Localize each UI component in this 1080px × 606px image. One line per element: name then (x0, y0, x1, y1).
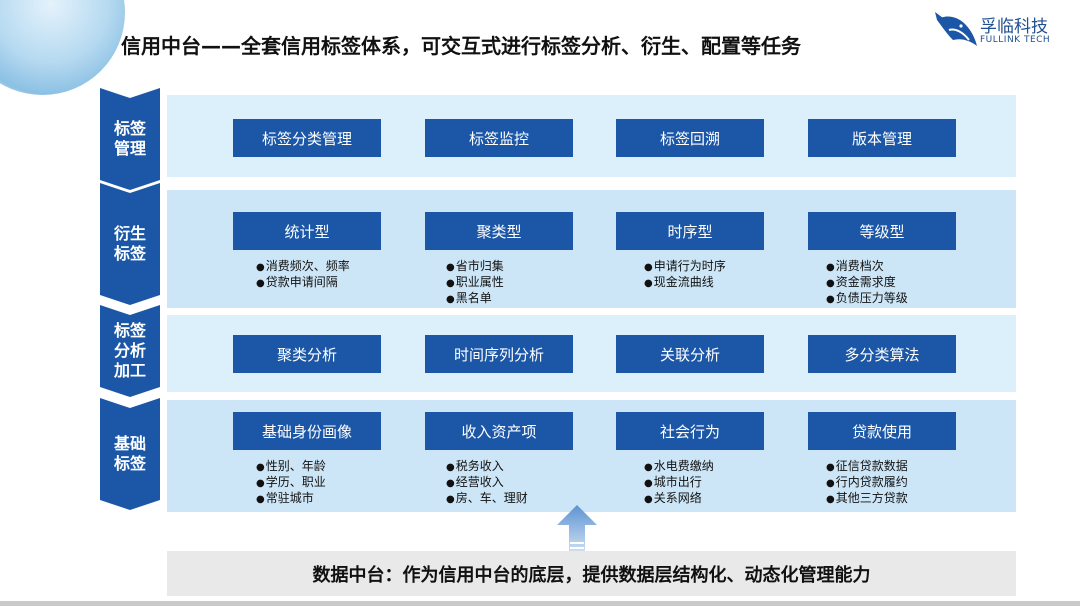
box-social-behavior: 社会行为 (616, 412, 764, 450)
layer-label-tag-management: 标签 管理 (100, 88, 160, 190)
bullet-item: 房、车、理财 (446, 491, 528, 507)
layer-label-line: 基础 (112, 434, 148, 454)
data-platform-footer: 数据中台：作为信用中台的底层，提供数据层结构化、动态化管理能力 (167, 551, 1016, 596)
bullet-list-income: 税务收入 经营收入 房、车、理财 (446, 459, 528, 507)
box-time-series-analysis: 时间序列分析 (425, 335, 573, 373)
layer-label-tag-analysis: 标签 分析 加工 (100, 305, 160, 397)
box-loan-usage: 贷款使用 (808, 412, 956, 450)
logo-cn-text: 孚临科技 (980, 12, 1048, 37)
bullet-item: 行内贷款履约 (826, 475, 908, 491)
bullet-item: 关系网络 (644, 491, 714, 507)
box-grade-type: 等级型 (808, 212, 956, 250)
bullet-item: 资金需求度 (826, 275, 908, 291)
layer-label-line: 标签 (112, 119, 148, 139)
bullet-list-temporal: 申请行为时序 现金流曲线 (644, 259, 726, 291)
bullet-list-statistical: 消费频次、频率 贷款申请间隔 (256, 259, 350, 291)
box-income-assets: 收入资产项 (425, 412, 573, 450)
page-title: 信用中台——全套信用标签体系，可交互式进行标签分析、衍生、配置等任务 (121, 30, 801, 59)
layer-label-derived-tags: 衍生 标签 (100, 183, 160, 305)
layer-label-line: 加工 (112, 361, 148, 381)
box-tag-category-management: 标签分类管理 (233, 119, 381, 157)
bullet-item: 黑名单 (446, 291, 504, 307)
bullet-item: 消费档次 (826, 259, 908, 275)
decorative-globe (0, 0, 125, 95)
bullet-list-grade: 消费档次 资金需求度 负债压力等级 (826, 259, 908, 307)
box-association-analysis: 关联分析 (616, 335, 764, 373)
bullet-item: 省市归集 (446, 259, 504, 275)
bullet-list-loan: 征信贷款数据 行内贷款履约 其他三方贷款 (826, 459, 908, 507)
box-basic-identity-profile: 基础身份画像 (233, 412, 381, 450)
layer-label-line: 标签 (112, 244, 148, 264)
box-cluster-analysis: 聚类分析 (233, 335, 381, 373)
box-tag-monitoring: 标签监控 (425, 119, 573, 157)
bullet-item: 经营收入 (446, 475, 528, 491)
bullet-item: 消费频次、频率 (256, 259, 350, 275)
bullet-item: 贷款申请间隔 (256, 275, 350, 291)
box-multiclass-algorithm: 多分类算法 (808, 335, 956, 373)
bullet-item: 征信贷款数据 (826, 459, 908, 475)
bullet-item: 城市出行 (644, 475, 714, 491)
layer-label-line: 衍生 (112, 224, 148, 244)
bullet-item: 税务收入 (446, 459, 528, 475)
layer-label-line: 分析 (112, 341, 148, 361)
bullet-item: 负债压力等级 (826, 291, 908, 307)
company-logo: 孚临科技 FULLINK TECH (935, 10, 1075, 50)
bullet-list-identity: 性别、年龄 学历、职业 常驻城市 (256, 459, 326, 507)
box-statistical-type: 统计型 (233, 212, 381, 250)
box-version-management: 版本管理 (808, 119, 956, 157)
box-clustering-type: 聚类型 (425, 212, 573, 250)
layer-label-line: 管理 (112, 139, 148, 159)
bullet-item: 申请行为时序 (644, 259, 726, 275)
bullet-item: 其他三方贷款 (826, 491, 908, 507)
layer-label-line: 标签 (112, 454, 148, 474)
box-temporal-type: 时序型 (616, 212, 764, 250)
up-arrow-icon (557, 505, 597, 553)
bullet-item: 职业属性 (446, 275, 504, 291)
bullet-item: 常驻城市 (256, 491, 326, 507)
bullet-item: 水电费缴纳 (644, 459, 714, 475)
layer-label-basic-tags: 基础 标签 (100, 398, 160, 510)
bullet-item: 学历、职业 (256, 475, 326, 491)
bottom-divider (0, 601, 1080, 606)
bullet-list-social: 水电费缴纳 城市出行 关系网络 (644, 459, 714, 507)
bullet-item: 性别、年龄 (256, 459, 326, 475)
logo-en-text: FULLINK TECH (980, 35, 1050, 45)
bullet-item: 现金流曲线 (644, 275, 726, 291)
bullet-list-clustering: 省市归集 职业属性 黑名单 (446, 259, 504, 307)
layer-label-line: 标签 (112, 321, 148, 341)
fish-logo-icon (935, 10, 979, 50)
box-tag-backtracking: 标签回溯 (616, 119, 764, 157)
